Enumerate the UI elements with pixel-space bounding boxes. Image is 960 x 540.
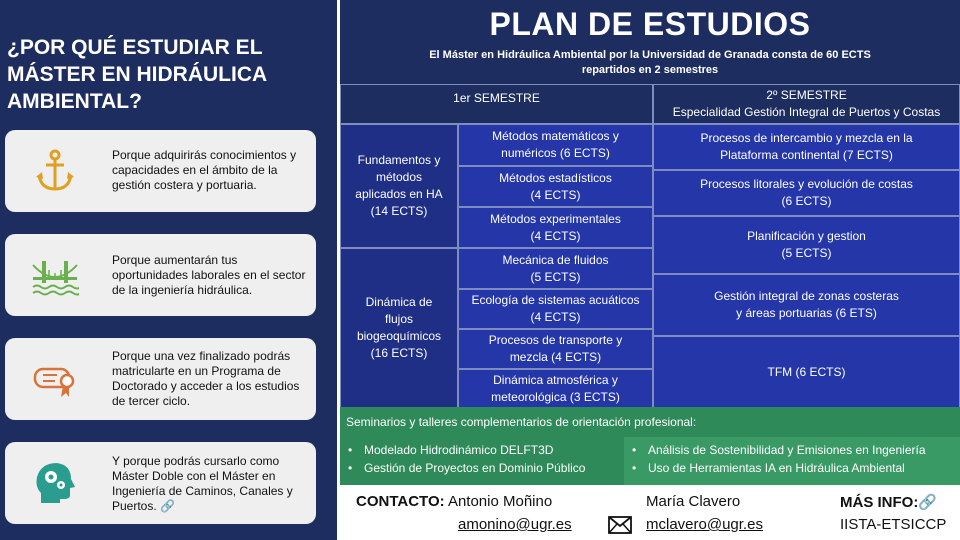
plan-header: PLAN DE ESTUDIOS El Máster en Hidráulica…	[340, 0, 960, 84]
course-s2: Planificación y gestion(5 ECTS)	[653, 216, 960, 274]
why-study-title: ¿POR QUÉ ESTUDIAR EL MÁSTER EN HIDRÁULIC…	[7, 36, 267, 113]
seminars-section: Seminarios y talleres complementarios de…	[340, 407, 960, 485]
envelope-icon	[608, 516, 632, 534]
head-gears-icon	[36, 463, 75, 503]
seminar-item: Uso de Herramientas IA en Hidráulica Amb…	[624, 459, 960, 477]
reason-card-2: Porque aumentarán tus oportunidades labo…	[5, 234, 316, 316]
reason-text-2: Porque aumentarán tus oportunidades labo…	[112, 253, 306, 297]
more-info-value[interactable]: IISTA-ETSICCP	[840, 516, 947, 533]
reason-text-4: Y porque podrás cursarlo como Máster Dob…	[112, 454, 293, 513]
bridge-icon	[32, 261, 79, 296]
study-plan-panel: PLAN DE ESTUDIOS El Máster en Hidráulica…	[340, 0, 960, 540]
semester-2-header: 2º SEMESTRE Especialidad Gestión Integra…	[653, 84, 960, 124]
email-link-1[interactable]: amonino@ugr.es	[458, 516, 572, 533]
course-s1: Ecología de sistemas acuáticos(4 ECTS)	[458, 289, 653, 329]
reason-text-3: Porque una vez finalizado podrás matricu…	[112, 349, 300, 408]
plan-title: PLAN DE ESTUDIOS	[489, 6, 811, 42]
anchor-icon	[36, 149, 74, 191]
reason-text-1: Porque adquirirás conocimientos y capaci…	[112, 148, 297, 192]
seminar-item: Análisis de Sostenibilidad y Emisiones e…	[624, 441, 960, 459]
course-s2: Procesos litorales y evolución de costas…	[653, 170, 960, 216]
link-icon[interactable]: 🔗	[918, 494, 938, 511]
diploma-icon	[33, 367, 75, 397]
link-icon[interactable]: 🔗	[160, 499, 175, 513]
contact-name-2: María Clavero	[646, 493, 741, 510]
seminars-list-right: Análisis de Sostenibilidad y Emisiones e…	[624, 437, 960, 485]
course-s1: Métodos estadísticos(4 ECTS)	[458, 166, 653, 207]
course-s2-tfm: TFM (6 ECTS)	[653, 336, 960, 408]
reason-card-1: Porque adquirirás conocimientos y capaci…	[5, 130, 316, 212]
contact-section: CONTACTO: Antonio Moñino amonino@ugr.es …	[340, 485, 960, 540]
seminars-list-left: Modelado Hidrodinámico DELFT3D Gestión d…	[340, 437, 622, 485]
left-panel: ¿POR QUÉ ESTUDIAR EL MÁSTER EN HIDRÁULIC…	[0, 0, 337, 540]
course-s1: Métodos experimentales(4 ECTS)	[458, 207, 653, 248]
plan-subtitle: El Máster en Hidráulica Ambiental por la…	[429, 49, 871, 76]
reason-card-4: Y porque podrás cursarlo como Máster Dob…	[5, 442, 316, 524]
contact-label: CONTACTO: Antonio Moñino	[356, 493, 553, 510]
seminars-title: Seminarios y talleres complementarios de…	[346, 415, 697, 429]
seminar-item: Modelado Hidrodinámico DELFT3D	[340, 441, 622, 459]
semester-1-header: 1er SEMESTRE	[340, 84, 653, 124]
reason-card-3: Porque una vez finalizado podrás matricu…	[5, 338, 316, 420]
course-s1: Mecánica de fluidos(5 ECTS)	[458, 248, 653, 289]
email-link-2[interactable]: mclavero@ugr.es	[646, 516, 763, 533]
seminar-item: Gestión de Proyectos en Dominio Público	[340, 459, 622, 477]
more-info-label: MÁS INFO:🔗	[840, 494, 938, 511]
